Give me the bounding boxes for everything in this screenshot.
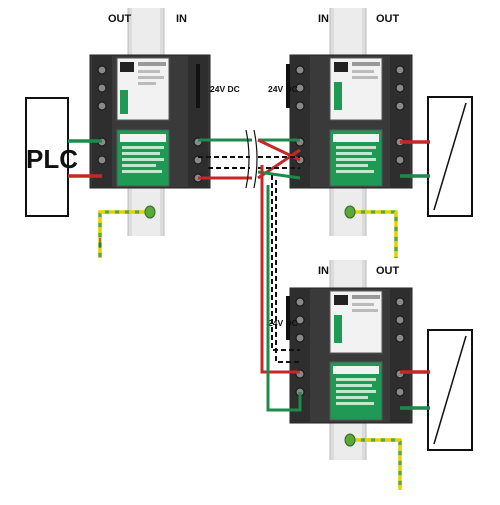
surge-module-bottom-right	[286, 287, 413, 424]
label-out-top-right: OUT	[376, 13, 400, 25]
ground-wire-left	[98, 205, 156, 258]
label-in-bottom-right: IN	[318, 265, 329, 277]
screw-terminal-icon	[97, 65, 203, 183]
wires-top-module-to-sensor	[400, 140, 430, 178]
wires-to-bottom-module	[260, 165, 302, 412]
label-out-left: OUT	[108, 13, 132, 25]
surge-module-left	[89, 54, 211, 189]
wires-bottom-module-to-sensor	[400, 370, 430, 410]
sensor-icon	[427, 96, 473, 217]
ground-wire-bottom-right	[344, 433, 402, 490]
label-in-left: IN	[176, 13, 187, 25]
wires-trunk	[198, 129, 301, 189]
label-voltage-bottom-right: 24V DC	[268, 318, 298, 328]
plc-label: PLC	[26, 144, 78, 174]
label-voltage-left: 24V DC	[210, 84, 240, 94]
label-voltage-top-right: 24V DC	[268, 84, 298, 94]
ground-wire-top-right	[344, 205, 398, 258]
sensor-icon	[427, 329, 473, 451]
label-out-bottom-right: OUT	[376, 265, 400, 277]
plc-box	[25, 97, 69, 217]
screw-terminal-icon	[295, 65, 405, 165]
label-in-top-right: IN	[318, 13, 329, 25]
wire-break-icon	[245, 129, 258, 189]
screw-terminal-icon	[295, 297, 405, 397]
wires-plc-to-left-module	[68, 139, 102, 178]
surge-module-top-right	[286, 54, 413, 189]
